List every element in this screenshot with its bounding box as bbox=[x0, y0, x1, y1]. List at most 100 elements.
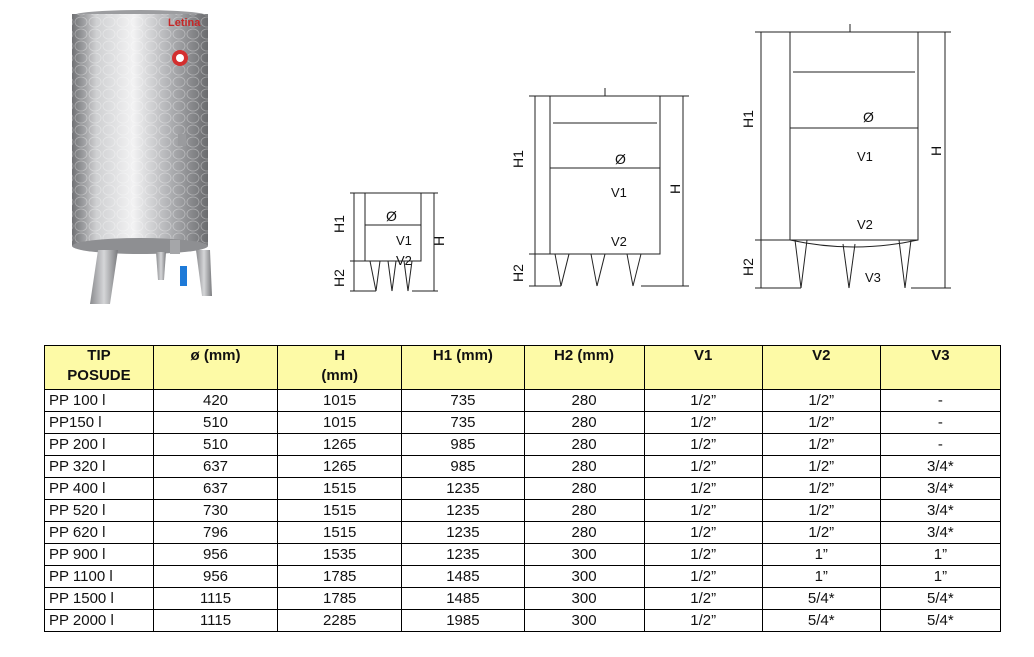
table-cell: 637 bbox=[152, 455, 279, 478]
table-cell: - bbox=[879, 411, 1002, 434]
table-cell: 1/2” bbox=[643, 389, 763, 412]
label-v2: V2 bbox=[857, 217, 873, 232]
table-cell: 1515 bbox=[277, 499, 403, 522]
table-cell: - bbox=[879, 389, 1002, 412]
table-cell: 1015 bbox=[277, 389, 403, 412]
table-cell: 280 bbox=[523, 411, 645, 434]
column-header-line2: POSUDE bbox=[67, 367, 131, 384]
table-cell: 735 bbox=[401, 389, 525, 412]
table-cell: 1/2” bbox=[643, 587, 763, 610]
table-cell: 3/4* bbox=[879, 455, 1002, 478]
table-cell: 1515 bbox=[277, 521, 403, 544]
table-cell: 1” bbox=[761, 565, 881, 588]
tank-type-cell: PP150 l bbox=[44, 411, 154, 434]
column-header-line1: H2 (mm) bbox=[554, 347, 615, 364]
table-cell: 1/2” bbox=[643, 521, 763, 544]
tank-type-cell: PP 520 l bbox=[44, 499, 154, 522]
label-h2: H2 bbox=[331, 269, 347, 287]
diagram-medium-tank: H1 H2 H Ø V1 V2 bbox=[510, 88, 689, 287]
table-cell: 3/4* bbox=[879, 499, 1002, 522]
tank-type-cell: PP 620 l bbox=[44, 521, 154, 544]
table-cell: 1235 bbox=[401, 477, 525, 500]
label-h: H bbox=[667, 184, 683, 194]
table-cell: 1” bbox=[879, 543, 1002, 566]
table-cell: 1/2” bbox=[643, 609, 763, 632]
column-header: ø (mm) bbox=[152, 345, 279, 390]
column-header-line2: (mm) bbox=[321, 367, 359, 384]
tank-type-cell: PP 400 l bbox=[44, 477, 154, 500]
table-cell: 5/4* bbox=[879, 587, 1002, 610]
label-h2: H2 bbox=[510, 264, 526, 282]
table-cell: 1/2” bbox=[761, 433, 881, 456]
table-cell: 985 bbox=[401, 433, 525, 456]
column-header: H2 (mm) bbox=[523, 345, 645, 390]
table-cell: 3/4* bbox=[879, 521, 1002, 544]
column-header-line1: V2 bbox=[812, 347, 831, 364]
column-header-line1: V1 bbox=[693, 347, 713, 364]
table-cell: 3/4* bbox=[879, 477, 1002, 500]
label-h1: H1 bbox=[331, 215, 347, 233]
table-cell: 1535 bbox=[277, 543, 403, 566]
table-cell: 1265 bbox=[277, 433, 403, 456]
tank-type-cell: PP 100 l bbox=[44, 389, 154, 412]
table-cell: 1785 bbox=[277, 565, 403, 588]
table-cell: 5/4* bbox=[761, 609, 881, 632]
tank-photo: Letina bbox=[72, 10, 212, 304]
column-header: V2 bbox=[761, 345, 881, 390]
table-cell: 796 bbox=[152, 521, 279, 544]
label-v2: V2 bbox=[611, 234, 627, 249]
column-header-line1: H1 (mm) bbox=[432, 347, 493, 364]
table-cell: 1235 bbox=[401, 521, 525, 544]
table-cell: 300 bbox=[523, 609, 645, 632]
column-header: V3 bbox=[879, 345, 1002, 390]
column-header: V1 bbox=[643, 345, 763, 390]
table-cell: 1115 bbox=[152, 587, 279, 610]
table-cell: 300 bbox=[523, 587, 645, 610]
table-cell: 1/2” bbox=[761, 521, 881, 544]
label-diameter: Ø bbox=[386, 208, 397, 224]
table-cell: 956 bbox=[152, 565, 279, 588]
table-cell: 1/2” bbox=[761, 499, 881, 522]
table-cell: 1515 bbox=[277, 477, 403, 500]
label-h: H bbox=[431, 236, 447, 246]
table-cell: 300 bbox=[523, 543, 645, 566]
table-cell: 1” bbox=[879, 565, 1002, 588]
label-h2: H2 bbox=[740, 258, 756, 276]
table-cell: 1/2” bbox=[761, 455, 881, 478]
table-cell: 1” bbox=[761, 543, 881, 566]
table-cell: 1485 bbox=[401, 565, 525, 588]
table-cell: - bbox=[879, 433, 1002, 456]
table-cell: 300 bbox=[523, 565, 645, 588]
tank-type-cell: PP 1100 l bbox=[44, 565, 154, 588]
tank-type-cell: PP 200 l bbox=[44, 433, 154, 456]
tank-type-cell: PP 1500 l bbox=[44, 587, 154, 610]
table-cell: 5/4* bbox=[879, 609, 1002, 632]
table-cell: 280 bbox=[523, 499, 645, 522]
table-cell: 1/2” bbox=[761, 411, 881, 434]
column-header: H(mm) bbox=[277, 345, 403, 390]
tank-type-cell: PP 320 l bbox=[44, 455, 154, 478]
table-cell: 1/2” bbox=[761, 389, 881, 412]
table-cell: 1/2” bbox=[643, 433, 763, 456]
column-header-line1: V3 bbox=[931, 347, 950, 364]
table-cell: 1/2” bbox=[643, 565, 763, 588]
table-cell: 510 bbox=[152, 411, 279, 434]
label-diameter: Ø bbox=[863, 109, 874, 125]
diagram-large-tank: H1 H2 H Ø V1 V2 V3 bbox=[740, 24, 951, 289]
label-v1: V1 bbox=[857, 149, 873, 164]
table-cell: 1115 bbox=[152, 609, 279, 632]
label-v1: V1 bbox=[611, 185, 627, 200]
